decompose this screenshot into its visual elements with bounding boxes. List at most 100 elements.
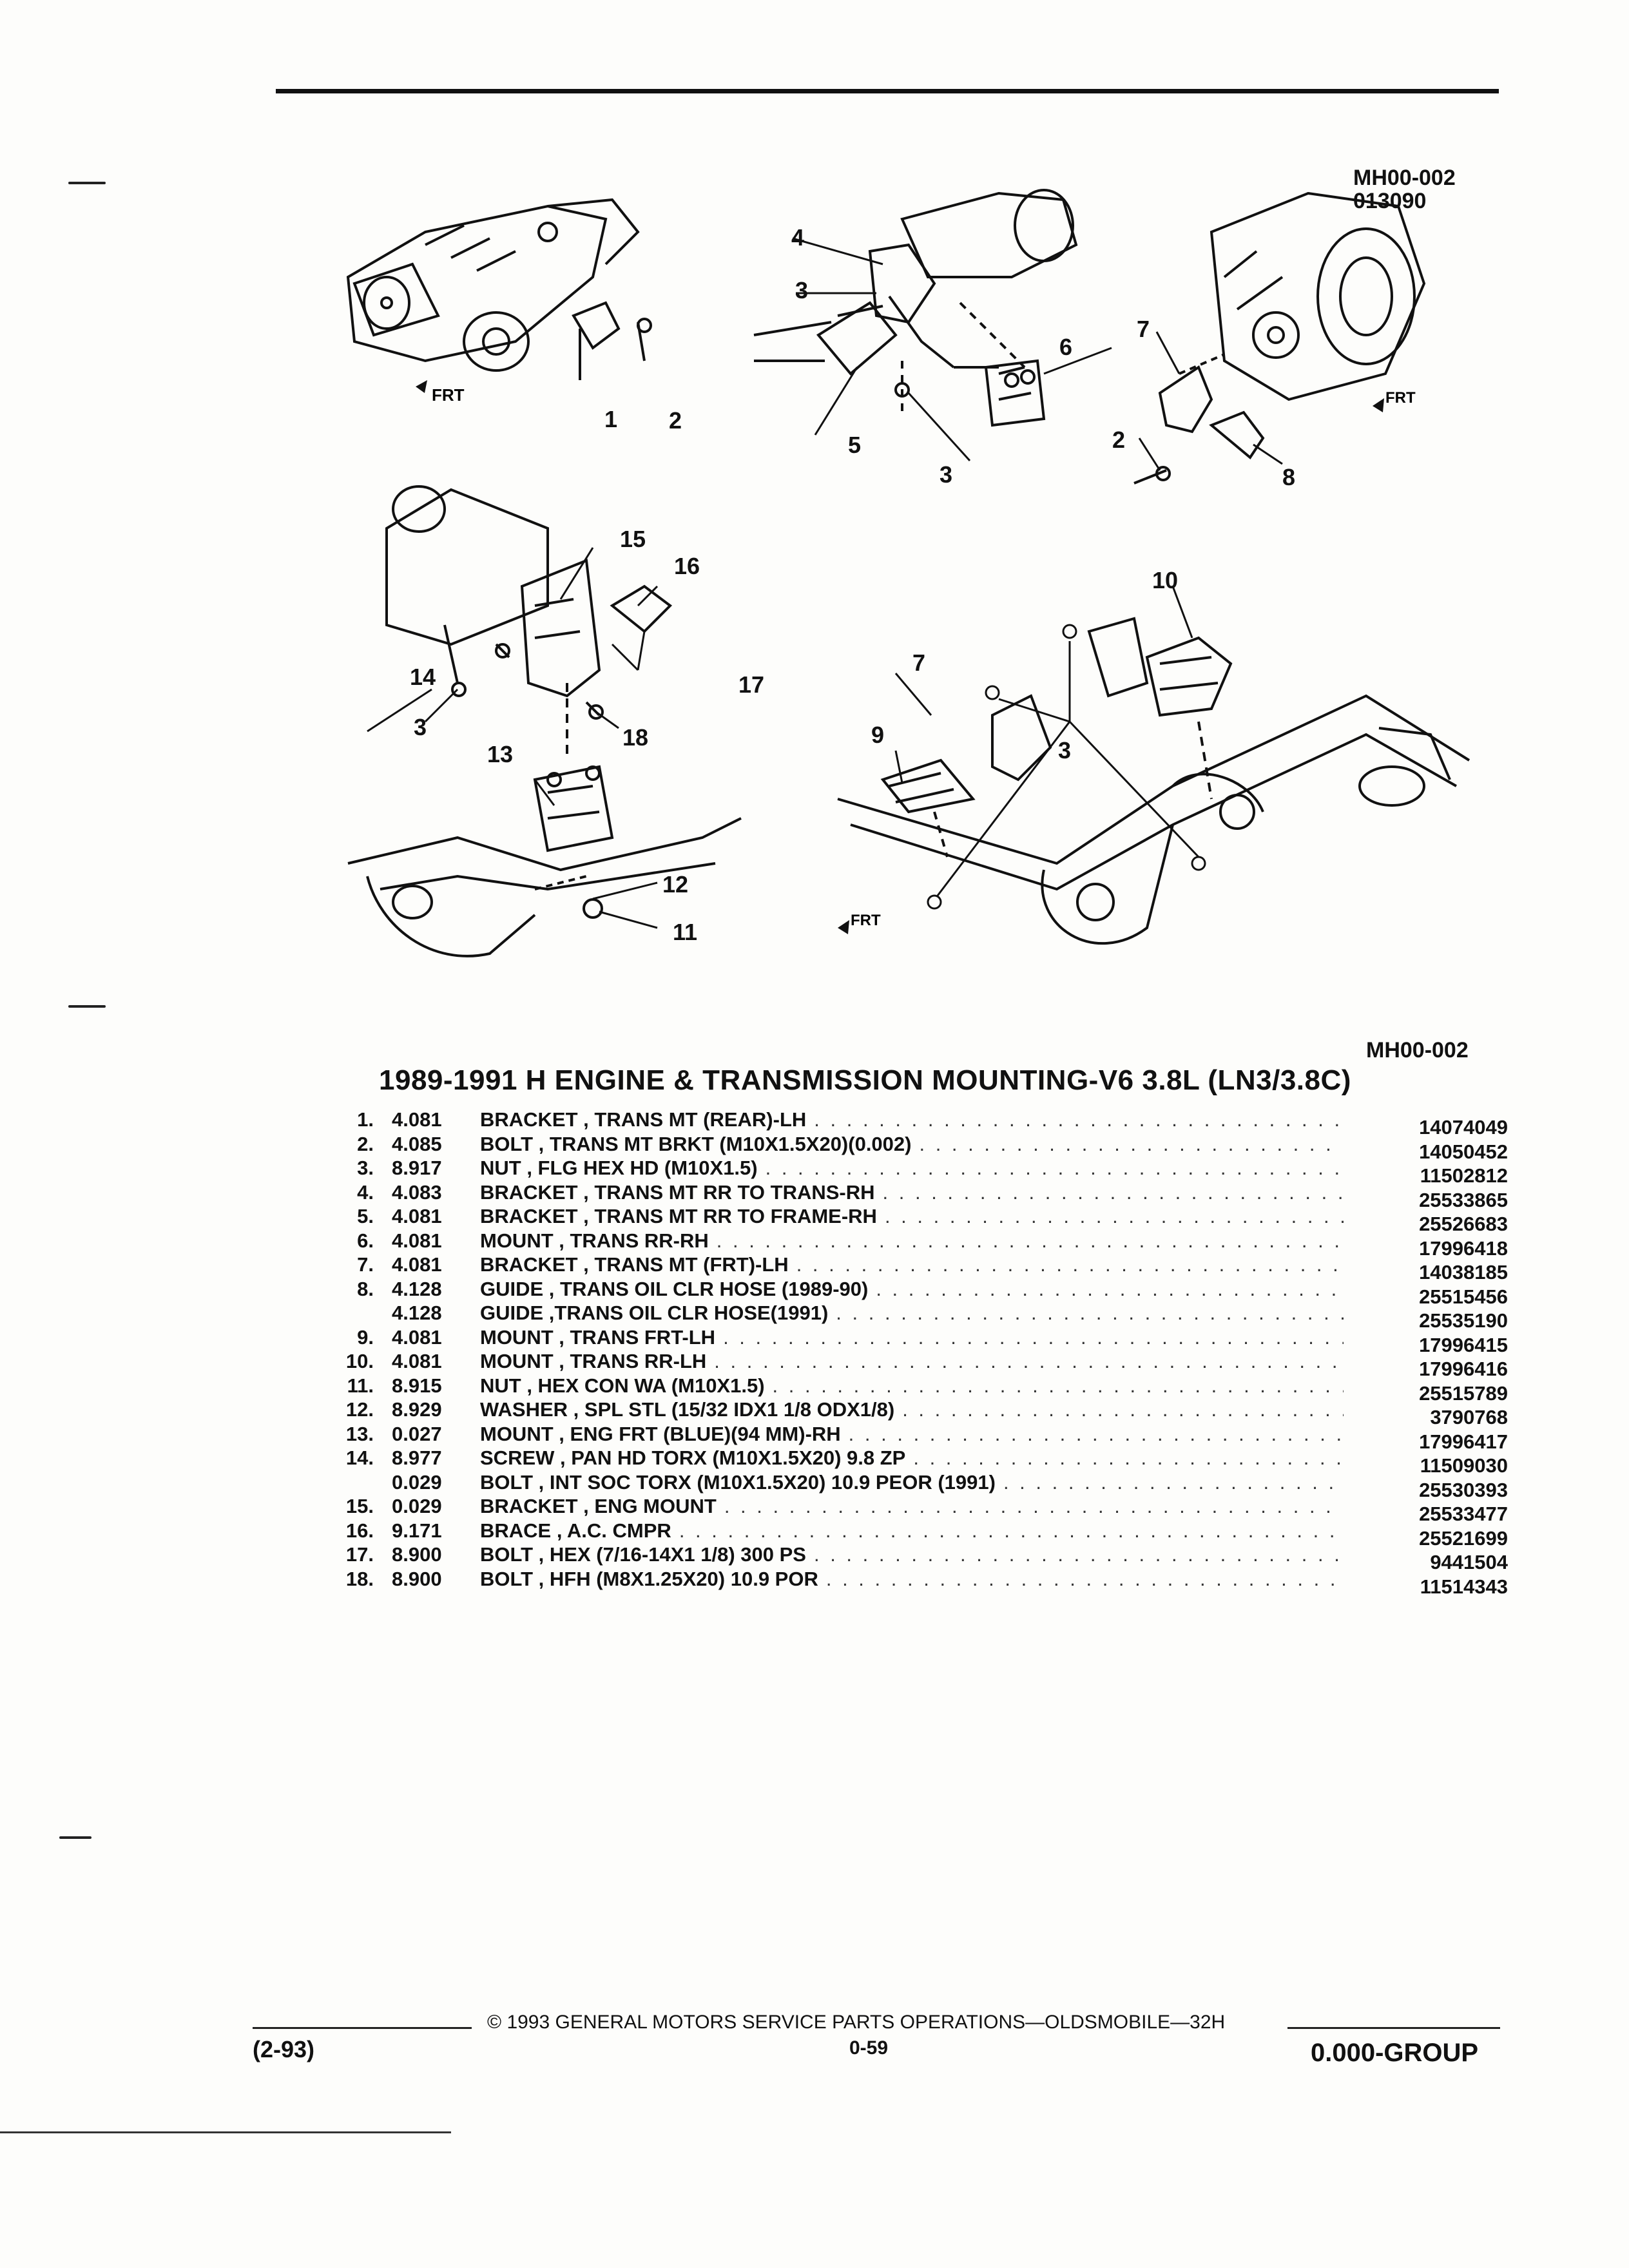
part-number: 9441504 bbox=[1430, 1551, 1508, 1573]
callout-3: 3 bbox=[795, 277, 809, 303]
callout-13: 13 bbox=[487, 741, 514, 767]
leader-dots: . . . . . . . . . . . . . . . . . . . . … bbox=[813, 1543, 1344, 1566]
part-description-line: MOUNT , TRANS RR-RH. . . . . . . . . . .… bbox=[480, 1229, 1344, 1253]
callout-15: 15 bbox=[620, 526, 646, 552]
leader-dots: . . . . . . . . . . . . . . . . . . . . … bbox=[814, 1108, 1344, 1131]
part-number-index: 3. bbox=[357, 1157, 374, 1179]
part-description-line: GUIDE , TRANS OIL CLR HOSE (1989-90). . … bbox=[480, 1278, 1344, 1301]
leader-dots: . . . . . . . . . . . . . . . . . . . . … bbox=[796, 1253, 1344, 1276]
part-description-line: NUT , FLG HEX HD (M10X1.5). . . . . . . … bbox=[480, 1157, 1344, 1180]
part-number: 17996418 bbox=[1419, 1236, 1508, 1260]
part-number-index: 5. bbox=[357, 1205, 374, 1227]
part-row: 0.029 BOLT , INT SOC TORX (M10X1.5X20) 10… bbox=[284, 1470, 1508, 1501]
part-row: 17. 8.900 BOLT , HEX (7/16-14X1 1/8) 300 P… bbox=[284, 1543, 1508, 1573]
part-description: MOUNT , TRANS RR-RH bbox=[480, 1229, 709, 1252]
binder-mark bbox=[59, 1836, 92, 1839]
part-number: 25535190 bbox=[1419, 1309, 1508, 1332]
part-number: 14050452 bbox=[1419, 1140, 1508, 1163]
callout-17: 17 bbox=[738, 671, 765, 698]
part-description-line: MOUNT , TRANS RR-LH. . . . . . . . . . .… bbox=[480, 1350, 1344, 1373]
callout-12: 12 bbox=[662, 871, 689, 898]
part-number-index: 2. bbox=[357, 1132, 374, 1155]
part-number: 17996417 bbox=[1419, 1430, 1508, 1453]
part-description-line: BOLT , INT SOC TORX (M10X1.5X20) 10.9 PE… bbox=[480, 1471, 1344, 1494]
footer-rule-left bbox=[253, 2027, 472, 2029]
part-description-line: BRACE , A.C. CMPR. . . . . . . . . . . .… bbox=[480, 1519, 1344, 1542]
callout-16: 16 bbox=[674, 553, 700, 579]
part-description: MOUNT , TRANS FRT-LH bbox=[480, 1325, 716, 1349]
engine-mount-front-drawing bbox=[347, 485, 742, 957]
part-description: BOLT , HEX (7/16-14X1 1/8) 300 PS bbox=[480, 1543, 806, 1566]
diagram-trans-mount-rr-rh: 4 3 6 5 3 bbox=[741, 174, 1115, 496]
leader-dots: . . . . . . . . . . . . . . . . . . . . … bbox=[825, 1567, 1344, 1590]
part-description-line: BRACKET , TRANS MT RR TO FRAME-RH. . . .… bbox=[480, 1205, 1344, 1228]
part-description: NUT , HEX CON WA (M10X1.5) bbox=[480, 1374, 765, 1397]
part-number: 17996416 bbox=[1419, 1358, 1508, 1380]
part-group-code: 8.900 bbox=[392, 1567, 442, 1590]
callout-3: 3 bbox=[414, 714, 427, 740]
part-group-code: 4.081 bbox=[392, 1350, 442, 1372]
diagram-ref-line1: MH00-002 bbox=[1353, 166, 1456, 190]
diagram-frame-trans-mounts-lh: FRT 10 7 9 3 bbox=[812, 567, 1482, 979]
diagram-ref-top: MH00-002 013090 bbox=[1353, 166, 1456, 213]
leader-dots: . . . . . . . . . . . . . . . . . . . . … bbox=[919, 1132, 1344, 1155]
part-number-index: 1. bbox=[357, 1108, 374, 1131]
part-number-index: 16. bbox=[345, 1519, 374, 1542]
part-description-line: BRACKET , ENG MOUNT. . . . . . . . . . .… bbox=[480, 1495, 1344, 1518]
part-description: BOLT , TRANS MT BRKT (M10X1.5X20)(0.002) bbox=[480, 1132, 912, 1155]
part-number-index: 11. bbox=[347, 1374, 374, 1397]
part-number-index: 4. bbox=[357, 1180, 374, 1204]
part-number: 11514343 bbox=[1420, 1575, 1508, 1598]
part-description: BOLT , HFH (M8X1.25X20) 10.9 POR bbox=[480, 1567, 818, 1590]
part-description-line: BOLT , TRANS MT BRKT (M10X1.5X20)(0.002)… bbox=[480, 1133, 1344, 1156]
part-description-line: MOUNT , ENG FRT (BLUE)(94 MM)-RH. . . . … bbox=[480, 1423, 1344, 1446]
part-number: 11509030 bbox=[1420, 1454, 1508, 1477]
part-number-index: 14. bbox=[345, 1446, 374, 1469]
leader-dots: . . . . . . . . . . . . . . . . . . . . … bbox=[884, 1205, 1344, 1227]
binder-mark bbox=[68, 1005, 106, 1008]
part-group-code: 4.081 bbox=[392, 1108, 442, 1131]
leader-dots: . . . . . . . . . . . . . . . . . . . . … bbox=[1003, 1470, 1344, 1494]
part-number: 25521699 bbox=[1419, 1526, 1508, 1550]
footer-copyright: © 1993 GENERAL MOTORS SERVICE PARTS OPER… bbox=[487, 2012, 1226, 2033]
part-description-line: BRACKET , TRANS MT (FRT)-LH. . . . . . .… bbox=[480, 1253, 1344, 1276]
part-number-index: 15. bbox=[345, 1495, 374, 1517]
part-description: BRACKET , TRANS MT (REAR)-LH bbox=[480, 1108, 807, 1131]
leader-dots: . . . . . . . . . . . . . . . . . . . . … bbox=[902, 1398, 1344, 1421]
footer-page-number: 0-59 bbox=[849, 2037, 889, 2059]
footer-rule-right bbox=[1287, 2027, 1500, 2029]
part-description: WASHER , SPL STL (15/32 IDX1 1/8 ODX1/8) bbox=[480, 1398, 895, 1421]
parts-list: 1. 4.081 BRACKET , TRANS MT (REAR)-LH . . .… bbox=[284, 1108, 1508, 1598]
part-group-code: 0.029 bbox=[392, 1470, 442, 1494]
footer-date-code: (2-93) bbox=[253, 2036, 315, 2062]
part-description: GUIDE ,TRANS OIL CLR HOSE(1991) bbox=[480, 1302, 829, 1324]
part-group-code: 0.027 bbox=[392, 1422, 442, 1445]
diagram-engine-mount-front: 15 16 14 17 3 18 13 12 11 bbox=[342, 477, 805, 979]
top-rule bbox=[276, 89, 1499, 93]
part-number: 25533865 bbox=[1419, 1188, 1508, 1211]
part-group-code: 4.081 bbox=[392, 1229, 442, 1252]
leader-dots: . . . . . . . . . . . . . . . . . . . . … bbox=[876, 1277, 1344, 1300]
part-group-code: 8.900 bbox=[392, 1543, 442, 1566]
callout-6: 6 bbox=[1059, 334, 1073, 360]
transmission-lh-drawing: FRT bbox=[346, 198, 652, 405]
callout-9: 9 bbox=[871, 722, 885, 748]
callout-2: 2 bbox=[669, 407, 682, 434]
callout-1: 1 bbox=[604, 406, 618, 432]
part-number: 25515789 bbox=[1419, 1381, 1508, 1405]
callout-3: 3 bbox=[1058, 737, 1072, 764]
callout-7: 7 bbox=[1137, 316, 1150, 342]
part-description-line: BOLT , HEX (7/16-14X1 1/8) 300 PS . . . .… bbox=[480, 1543, 1344, 1566]
part-number-index: 8. bbox=[357, 1277, 374, 1300]
part-description-line: NUT , HEX CON WA (M10X1.5). . . . . . . … bbox=[480, 1374, 1344, 1398]
callout-4: 4 bbox=[791, 224, 805, 251]
callout-3: 3 bbox=[940, 461, 953, 488]
part-number-index: 17. bbox=[345, 1543, 374, 1566]
callout-5: 5 bbox=[848, 432, 862, 458]
